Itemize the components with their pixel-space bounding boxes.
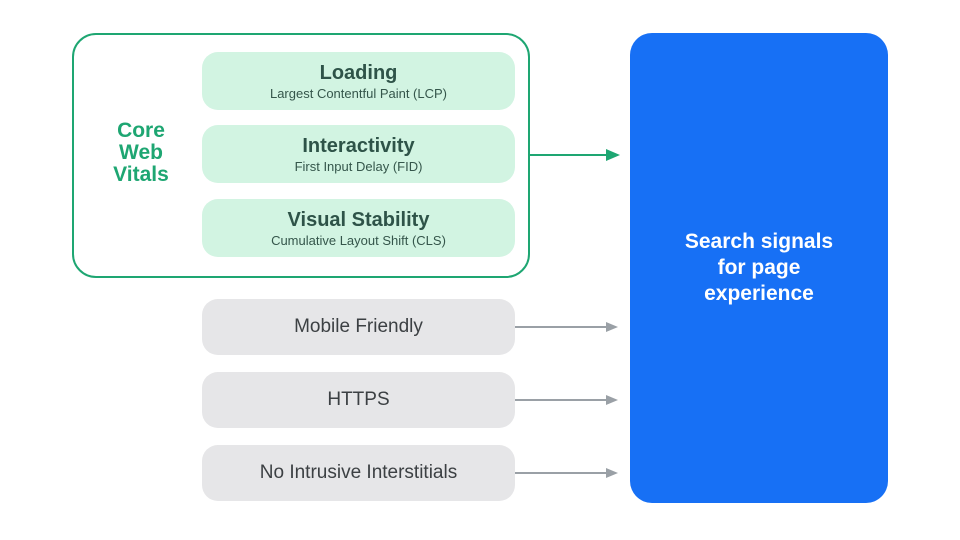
arrow-shaft [515, 399, 606, 401]
factor-card-mobile-friendly: Mobile Friendly [202, 299, 515, 355]
vital-card-visual-stability: Visual Stability Cumulative Layout Shift… [202, 199, 515, 257]
core-web-vitals-arrow [530, 148, 620, 162]
vital-subtitle-cls: Cumulative Layout Shift (CLS) [271, 232, 446, 248]
https-arrow [515, 395, 618, 405]
core-web-vitals-label: Core Web Vitals [113, 119, 169, 186]
arrow-head-icon [606, 468, 618, 478]
search-signals-panel: Search signals for page experience [630, 33, 888, 503]
vital-subtitle-fid: First Input Delay (FID) [294, 158, 423, 174]
search-signals-label: Search signals for page experience [684, 230, 834, 305]
vital-card-loading: Loading Largest Contentful Paint (LCP) [202, 52, 515, 110]
vital-card-interactivity: Interactivity First Input Delay (FID) [202, 125, 515, 183]
arrow-head-icon [606, 395, 618, 405]
arrow-shaft [515, 326, 606, 328]
vital-subtitle-lcp: Largest Contentful Paint (LCP) [269, 85, 448, 101]
arrow-shaft [515, 472, 606, 474]
arrow-head-icon [606, 149, 620, 161]
vital-title-loading: Loading [319, 61, 398, 84]
no-intrusive-interstitials-arrow [515, 468, 618, 478]
vital-title-interactivity: Interactivity [302, 134, 415, 157]
factor-card-https: HTTPS [202, 372, 515, 428]
factor-card-no-intrusive-interstitials: No Intrusive Interstitials [202, 445, 515, 501]
vital-title-visual-stability: Visual Stability [287, 208, 430, 231]
arrow-shaft [530, 153, 606, 157]
mobile-friendly-arrow [515, 322, 618, 332]
arrow-head-icon [606, 322, 618, 332]
